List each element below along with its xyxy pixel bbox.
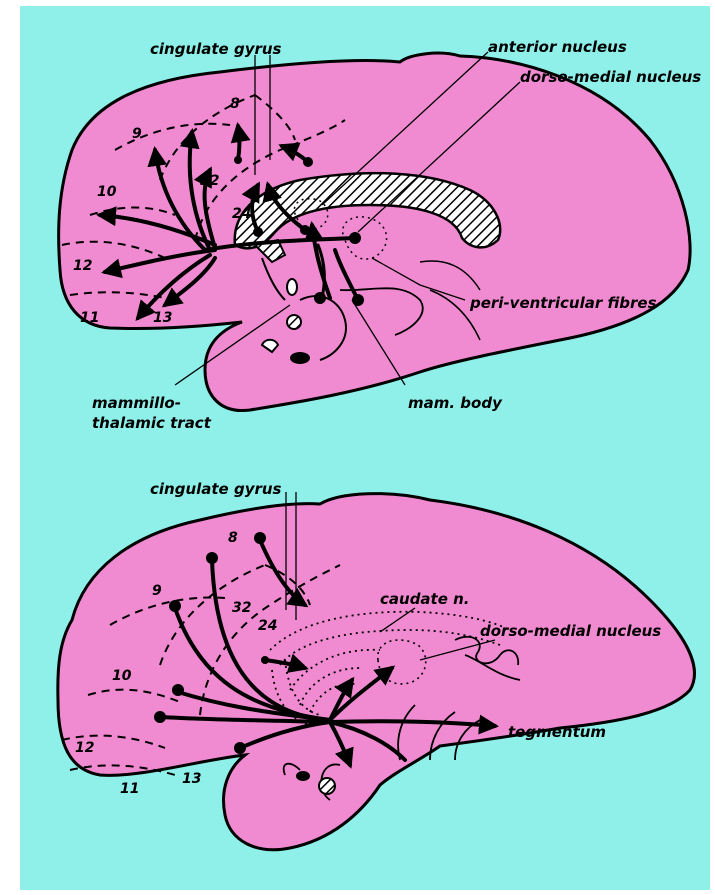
top-area-11: 11 <box>80 310 99 326</box>
bottom-origin-10 <box>172 684 184 696</box>
top-label-dorso-medial-nucleus: dorso-medial nucleus <box>520 68 701 86</box>
top-area-32: 32 <box>200 173 219 189</box>
bottom-origin-8b <box>254 532 266 544</box>
bottom-origin-8 <box>206 552 218 564</box>
bottom-area-24: 24 <box>258 618 277 634</box>
bottom-area-11: 11 <box>120 781 139 797</box>
top-label-periventricular-fibres: peri-ventricular fibres <box>469 294 657 312</box>
bottom-label-dorso-medial-nucleus: dorso-medial nucleus <box>480 622 661 640</box>
top-origin-dm <box>349 232 361 244</box>
top-area-10: 10 <box>97 184 117 200</box>
top-origin-24 <box>303 157 313 167</box>
bottom-area-32: 32 <box>232 600 251 616</box>
bottom-area-9: 9 <box>152 583 162 599</box>
bottom-area-13: 13 <box>182 771 201 787</box>
top-label-cingulate-gyrus: cingulate gyrus <box>150 40 282 58</box>
bottom-area-10: 10 <box>112 668 132 684</box>
top-area-24: 24 <box>232 206 251 222</box>
top-mammillary-blob <box>290 352 310 364</box>
bottom-anterior-commissure <box>319 778 335 794</box>
top-label-mammillo: mammillo- <box>92 394 181 412</box>
top-area-13: 13 <box>153 310 172 326</box>
top-origin-mam-2 <box>352 294 364 306</box>
bottom-origin-9 <box>169 600 181 612</box>
bottom-label-cingulate-gyrus: cingulate gyrus <box>150 480 282 498</box>
bottom-origin-24 <box>261 656 269 664</box>
top-label-mam-body: mam. body <box>408 394 503 412</box>
top-label-anterior-nucleus: anterior nucleus <box>488 38 627 56</box>
top-anterior-commissure <box>287 315 301 329</box>
bottom-label-tegmentum: tegmentum <box>508 723 606 741</box>
top-fibre-area-8 <box>238 126 240 160</box>
bottom-area-12: 12 <box>75 740 94 756</box>
bottom-origin-12 <box>154 711 166 723</box>
top-origin-mam <box>314 292 326 304</box>
top-area-12: 12 <box>73 258 92 274</box>
bottom-area-8: 8 <box>228 530 238 546</box>
top-area-9: 9 <box>132 126 142 142</box>
top-origin-an-2 <box>253 227 263 237</box>
bottom-mammillary-blob <box>296 771 310 781</box>
top-label-thalamic-tract: thalamic tract <box>92 414 212 432</box>
top-origin-an <box>300 225 310 235</box>
top-origin-area8 <box>234 156 242 164</box>
bottom-label-caudate: caudate n. <box>380 590 470 608</box>
bottom-origin-13 <box>234 742 246 754</box>
top-area-8: 8 <box>230 96 240 112</box>
top-optic-chiasm <box>287 279 297 295</box>
